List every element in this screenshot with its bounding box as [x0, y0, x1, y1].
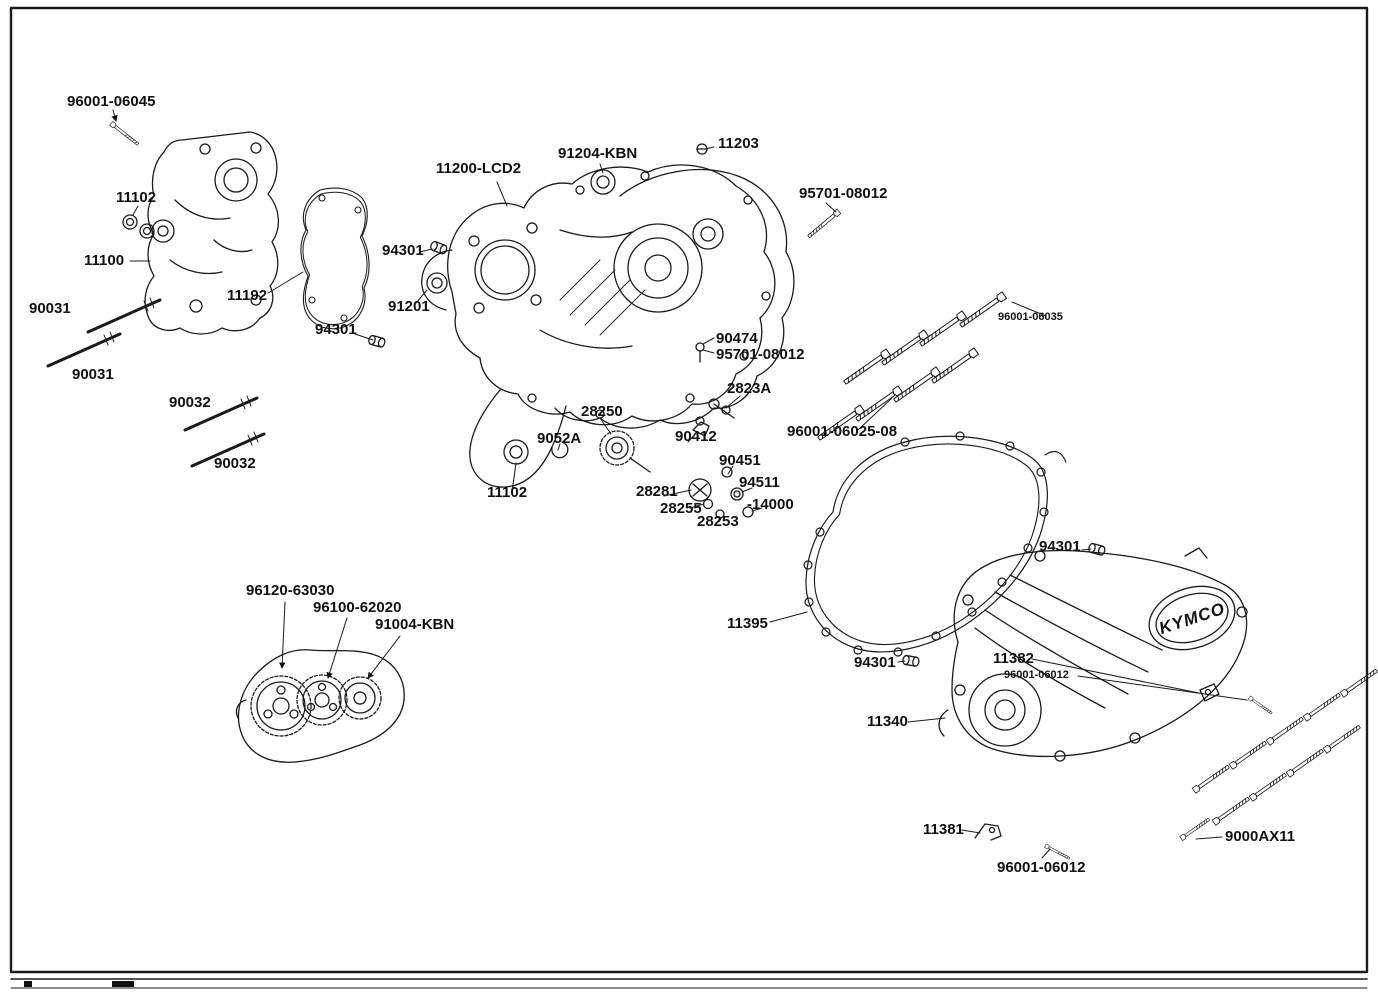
part-label-94301: 94301: [854, 654, 896, 671]
part-label-2823A: 2823A: [727, 380, 772, 397]
part-label-28253: 28253: [697, 513, 739, 530]
studs-drawing: [46, 297, 266, 468]
part-label-28255: 28255: [660, 500, 702, 517]
bolt-96001-06045-drawing: [109, 121, 140, 147]
cvt-cover-drawing: KYMCO: [901, 542, 1248, 762]
part-label-91204-KBN: 91204-KBN: [558, 145, 638, 162]
part-label-11102: 11102: [116, 189, 157, 206]
bolt-cluster-right-drawing: [806, 208, 1008, 443]
part-label-11203: 11203: [718, 135, 759, 152]
page-border: [9, 6, 1369, 989]
part-label-28250: 28250: [581, 403, 623, 420]
part-label-11100: 11100: [84, 252, 125, 269]
part-label-96001-06035: 96001-06035: [998, 311, 1063, 323]
gasket-11395-drawing: [803, 431, 1067, 657]
part-label-11340: 11340: [867, 713, 908, 730]
crankcase-main-drawing: [367, 143, 795, 488]
part-label-96100-62020: 96100-62020: [313, 599, 402, 616]
leader-lines: [111, 109, 1248, 859]
part-label-96001-06012: 96001-06012: [1004, 669, 1069, 681]
part-label-91004-KBN: 91004-KBN: [375, 616, 455, 633]
part-label-11192: 11192: [227, 287, 268, 304]
part-label-90412: 90412: [675, 428, 717, 445]
gasket-11192-drawing: [300, 187, 370, 330]
part-label-11382: 11382: [993, 650, 1034, 667]
part-label-94511: 94511: [739, 474, 780, 491]
part-label-28281: 28281: [636, 483, 678, 500]
part-label-96001-06045: 96001-06045: [67, 93, 156, 110]
oil-pump-parts-drawing: [551, 342, 754, 519]
part-label-96001-06025-08: 96001-06025-08: [787, 423, 898, 440]
part-label-9000AX11: 9000AX11: [1225, 828, 1296, 845]
part-label-9052A: 9052A: [537, 430, 582, 447]
part-label-90031: 90031: [72, 366, 114, 383]
part-label-11395: 11395: [727, 615, 768, 632]
part-label-96120-63030: 96120-63030: [246, 582, 335, 599]
part-label-90451: 90451: [719, 452, 761, 469]
gear-cover-drawing: [235, 649, 405, 763]
part-label-11102: 11102: [487, 484, 528, 501]
part-label-96001-06012: 96001-06012: [997, 859, 1086, 876]
part-label-90032: 90032: [214, 455, 256, 472]
part-label-94301: 94301: [1039, 538, 1081, 555]
part-label-11200-LCD2: 11200-LCD2: [436, 160, 522, 177]
part-label-14000: -14000: [747, 496, 794, 513]
part-label-95701-08012: 95701-08012: [716, 346, 805, 363]
part-label-90031: 90031: [29, 300, 71, 317]
part-label-90032: 90032: [169, 394, 211, 411]
part-label-90474: 90474: [716, 330, 758, 347]
crankcase-left-drawing: [122, 131, 279, 335]
part-label-11381: 11381: [923, 821, 964, 838]
part-label-94301: 94301: [315, 321, 357, 338]
part-label-94301: 94301: [382, 242, 424, 259]
part-label-91201: 91201: [388, 298, 430, 315]
part-label-95701-08012: 95701-08012: [799, 185, 888, 202]
